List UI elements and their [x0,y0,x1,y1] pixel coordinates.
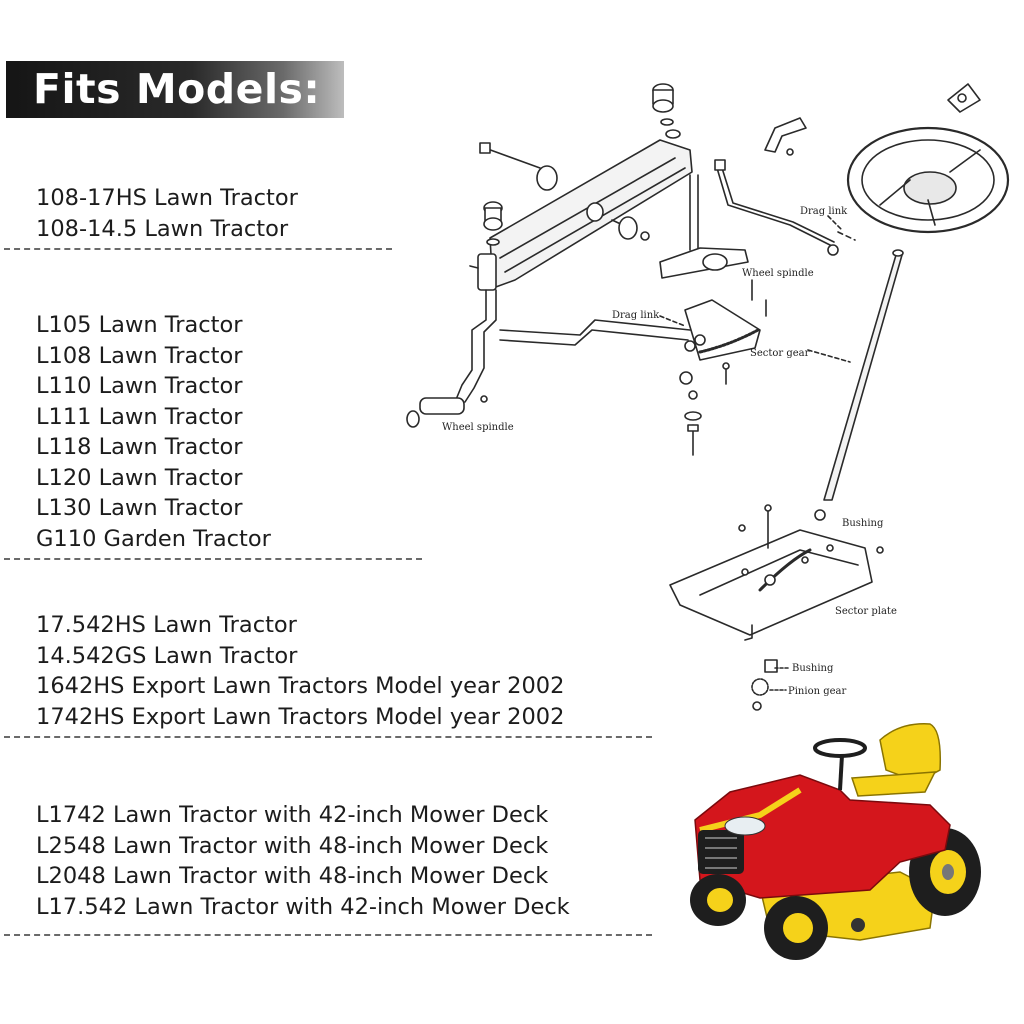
group-separator [4,736,652,738]
model-line: 1742HS Export Lawn Tractors Model year 2… [36,703,565,730]
model-line: 17.542HS Lawn Tractor [36,612,297,638]
model-group-1: 108-17HS Lawn Tractor 108-14.5 Lawn Trac… [36,183,298,244]
label-bushing-2: Bushing [792,663,834,674]
model-line: L118 Lawn Tractor [36,434,243,460]
model-line: L17.542 Lawn Tractor with 42-inch Mower … [36,893,570,920]
sector-plate [669,504,884,641]
steering-parts-diagram: Drag link Wheel spindle Wheel spindle Dr… [406,83,1010,711]
label-sector-plate: Sector plate [835,606,897,617]
title-banner: Fits Models: [6,61,344,118]
model-line: L108 Lawn Tractor [36,342,243,369]
wheel-spindle-right [659,174,749,279]
page-title: Fits Models: [33,65,321,113]
label-drag-link-1: Drag link [800,206,848,217]
label-drag-link-2: Drag link [612,310,660,321]
spindle-caps-right [652,83,681,139]
label-wheel-spindle-2: Wheel spindle [442,422,514,433]
group-separator [4,558,422,560]
model-line: L2548 Lawn Tractor with 48-inch Mower De… [36,832,549,859]
model-group-3: 17.542HS Lawn Tractor 14.542GS Lawn Trac… [36,610,564,732]
pinion-parts [751,659,778,711]
model-line: 108-14.5 Lawn Tractor [36,215,289,242]
label-bushing-1: Bushing [842,518,884,529]
model-line: 1642HS Export Lawn Tractors Model year 2… [36,673,565,699]
model-line: 108-17HS Lawn Tractor [36,185,298,211]
spindle-caps-left [469,201,503,269]
pivot-parts [586,202,650,241]
tractor-seat [850,723,942,797]
tractor-body [694,774,951,899]
model-line: L1742 Lawn Tractor with 42-inch Mower De… [36,802,549,828]
model-line: L130 Lawn Tractor [36,495,243,521]
model-group-4: L1742 Lawn Tractor with 42-inch Mower De… [36,800,570,922]
wheel-spindle-left [406,289,497,428]
steering-wheel [846,83,1010,234]
label-pinion-gear: Pinion gear [788,686,846,697]
label-wheel-spindle-1: Wheel spindle [742,268,814,279]
model-line: L111 Lawn Tractor [36,403,243,430]
steering-bracket [764,117,807,156]
axle-bolt [479,142,558,191]
model-group-2: L105 Lawn Tractor L108 Lawn Tractor L110… [36,310,271,554]
drag-link-right [714,159,839,256]
model-line: G110 Garden Tractor [36,525,271,552]
model-line: L120 Lawn Tractor [36,464,243,491]
model-line: L105 Lawn Tractor [36,312,243,338]
lawn-tractor-image [690,723,981,960]
model-line: L110 Lawn Tractor [36,373,243,399]
front-wheel [690,874,746,926]
label-sector-gear: Sector gear [750,348,810,359]
middle-wheel [764,896,828,960]
tie-rod [499,319,696,385]
pivot-bolt-stack [684,390,702,456]
model-line: L2048 Lawn Tractor with 48-inch Mower De… [36,863,549,889]
group-separator [4,934,652,936]
group-separator [4,248,392,250]
tractor-steering-wheel [813,738,867,791]
steering-shaft [823,249,904,501]
sector-gear [684,279,767,385]
model-line: 14.542GS Lawn Tractor [36,642,298,669]
